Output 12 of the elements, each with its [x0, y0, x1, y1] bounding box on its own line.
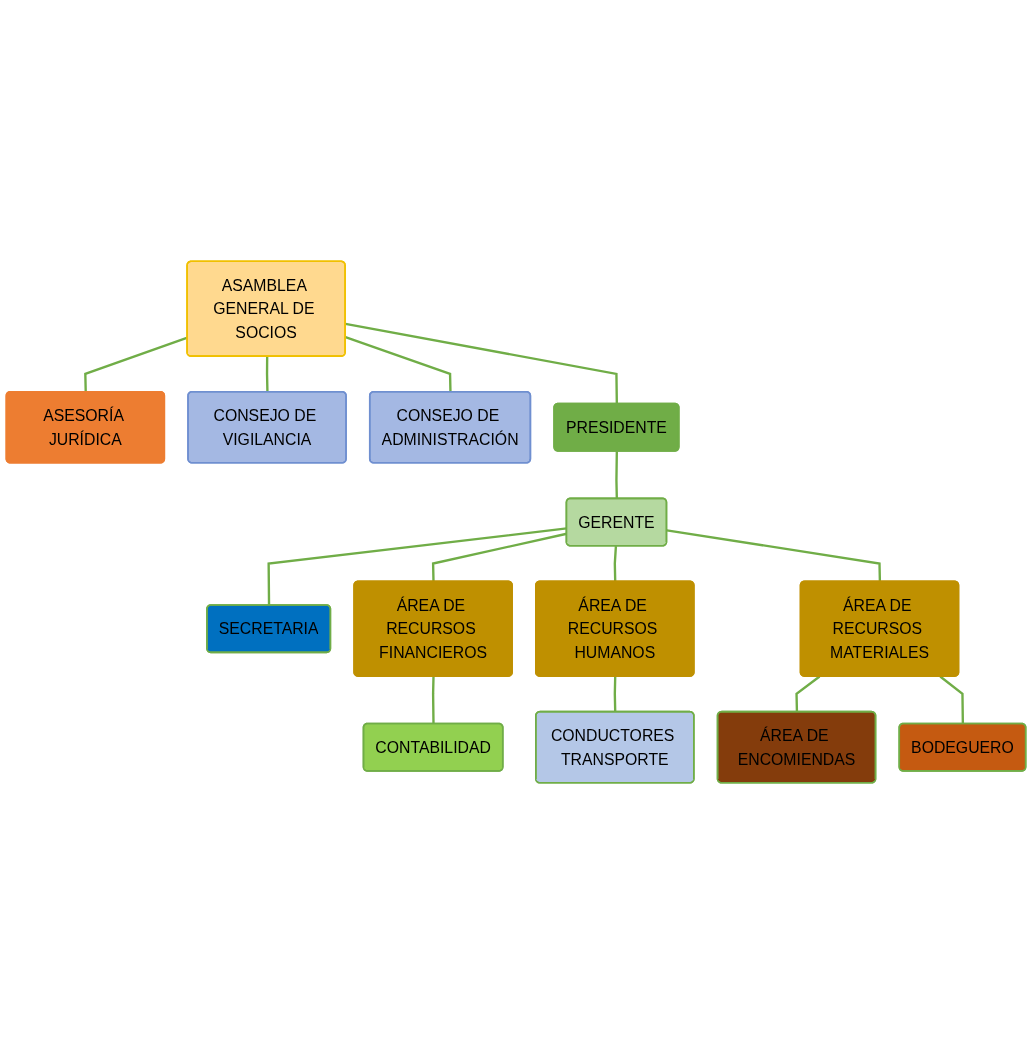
connector [613, 676, 617, 713]
connector [84, 336, 188, 393]
connector [345, 336, 452, 393]
connector [265, 356, 269, 393]
connector [939, 676, 965, 725]
connector [615, 451, 618, 500]
connector [795, 676, 821, 713]
connector [345, 323, 618, 405]
connector [431, 676, 435, 725]
connector [666, 529, 882, 583]
connector [267, 527, 567, 606]
connector [613, 546, 618, 583]
